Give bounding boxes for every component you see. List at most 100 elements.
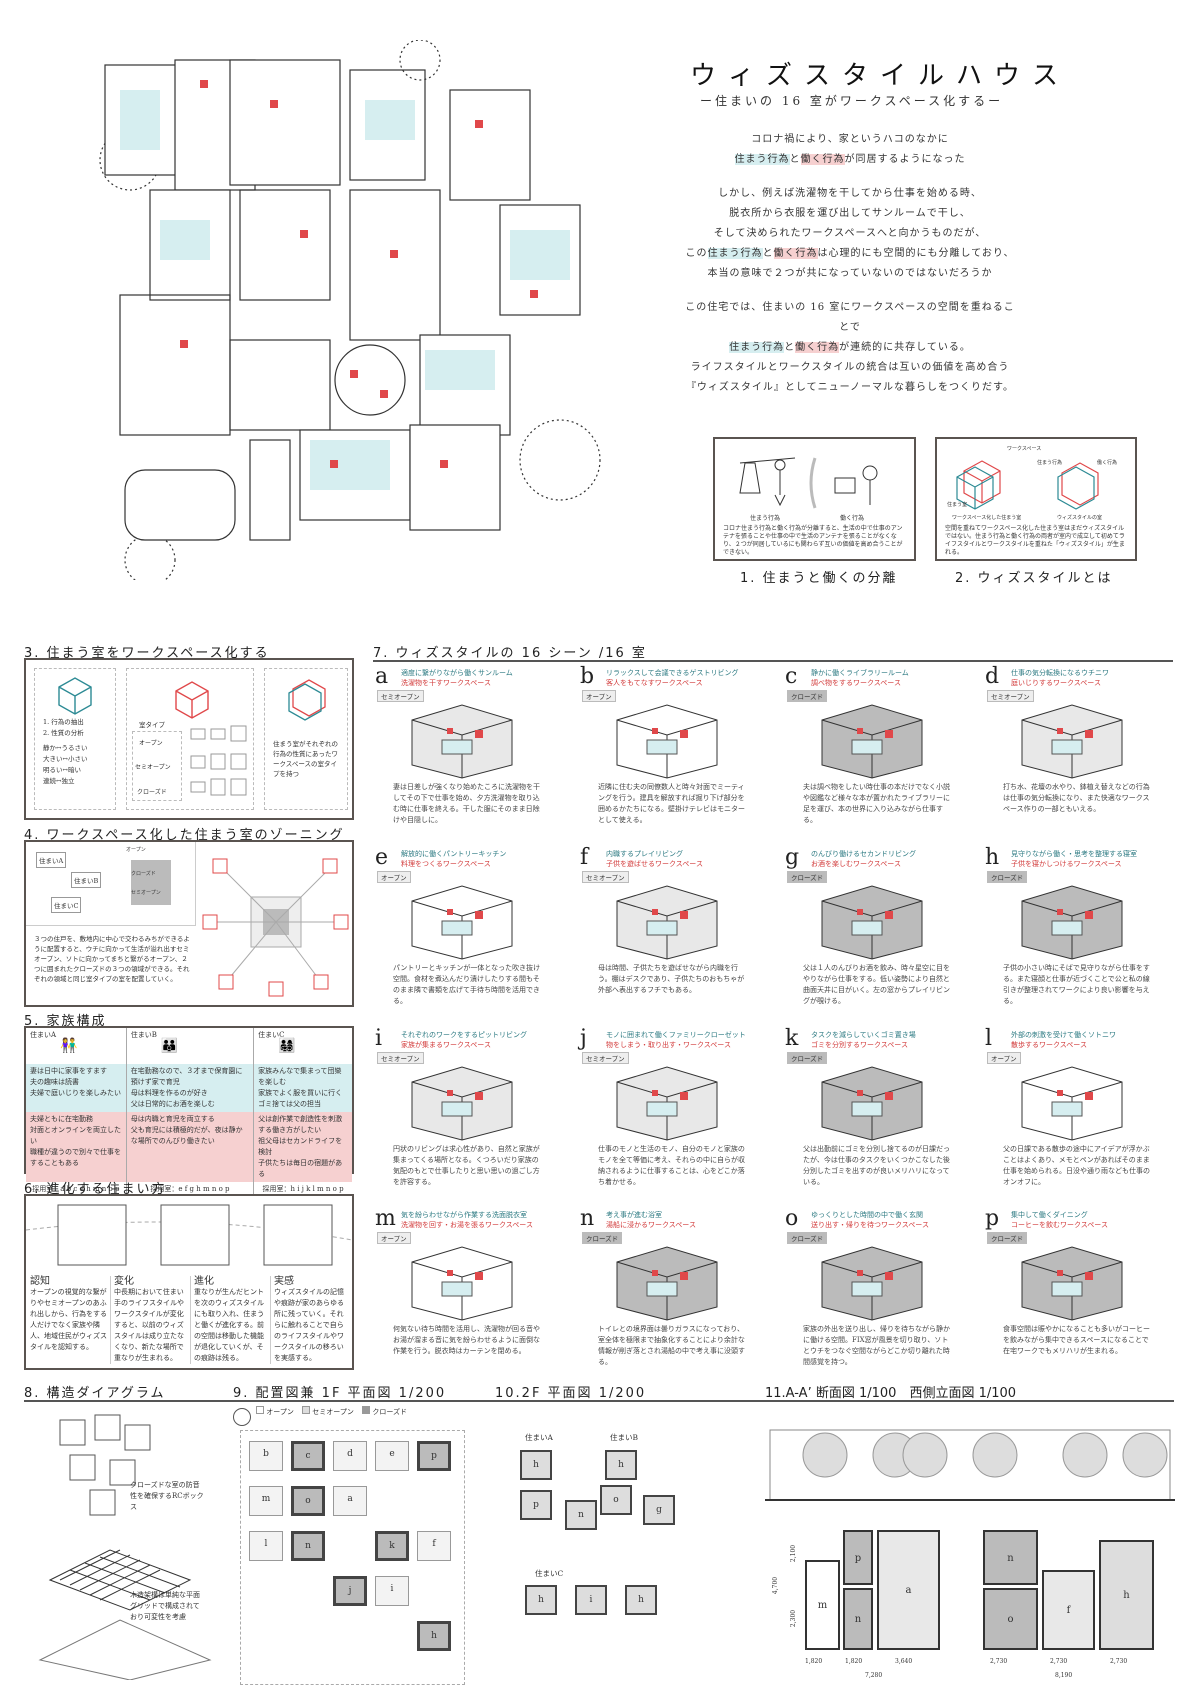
section-5-heading: 5. 家族構成 (24, 1014, 107, 1029)
type-closed: クローズド (137, 789, 167, 796)
scene-m: m 気を紛らわせながら作業する洗面脱衣室 洗濯物を回す・お湯を張るワークスペース… (375, 1206, 555, 1370)
overlapping-cubes-diagram (956, 460, 1099, 510)
label-work: 働く行為 (840, 515, 865, 522)
scene-e: e 解放的に働くパントリーキッチン 料理をつくるワークスペース オープン パント… (375, 845, 555, 1009)
section-room: a (877, 1530, 940, 1650)
scene-live-title: のんびり働けるセカンドリビング (811, 850, 916, 858)
zone-closed-block: クローズドセミオープン (131, 860, 171, 905)
adopted-rooms: 採用室：h i j k l m n o p (262, 1185, 344, 1193)
plan-room-i: i (375, 1576, 409, 1606)
dimension-label: 1,820 (805, 1658, 823, 1665)
scene-letter: k (785, 1026, 799, 1051)
room-type-tag: セミオープン (377, 690, 424, 702)
text: と (784, 342, 796, 353)
text: が同居するようになった (844, 154, 966, 165)
scene-l: l 外部の刺激を受けて働くソトニワ 散歩するワークスペース オープン 父の日課で… (985, 1026, 1165, 1190)
room-type-tag: クローズド (987, 871, 1028, 883)
plan-room-n: n (291, 1531, 325, 1561)
plan2f-room-n: n (565, 1500, 597, 1530)
plan-room-j: j (333, 1576, 367, 1606)
scene-live-title: それぞれのワークをするピットリビング (401, 1031, 527, 1039)
stage-title: 実感 (274, 1276, 294, 1287)
plan-room-k: k (375, 1531, 409, 1561)
section-room: h (1099, 1540, 1154, 1650)
type-semiopen: セミオープン (135, 764, 171, 771)
scene-description: パントリーとキッチンが一体となった吹き抜け空間。食材を煮込んだり漬けしたりする間… (393, 964, 541, 1005)
room-type-tag: クローズド (987, 1232, 1028, 1244)
stage-evolution: 進化重なりが生んだヒントを次のウィズスタイルにも取り入れ、住まうと働くが進化する… (190, 1276, 268, 1364)
stage-title: 変化 (114, 1276, 134, 1287)
scene-live-title: 解放的に働くパントリーキッチン (401, 850, 507, 858)
scene-illustration (411, 704, 513, 779)
plan-room-l: l (249, 1531, 283, 1561)
evolution-sketches (26, 1204, 352, 1266)
unit-a-label: 住まいA (525, 1433, 553, 1442)
text: と (789, 154, 801, 165)
section-6-heading: 6. 進化する住まい方 (24, 1182, 167, 1197)
unit-name: 住まいA (30, 1031, 57, 1039)
roomtype-label: 室タイプ (139, 721, 165, 729)
unit-c: 住まいC (51, 897, 82, 913)
section-room: n (843, 1588, 873, 1650)
scene-live-title: 内職するプレイリビング (606, 850, 683, 858)
scene-description: 何気ない待ち時間を活用し、洗濯物が回る音やお湯が溜まる音に気を紛らわせるように面… (393, 1325, 540, 1355)
intro-line: 本当の意味で２つが共になっていないのではないだろうか (707, 268, 993, 279)
separation-panel: 住まう行為 働く行為 コロナ住まう行為と働く行為が分離すると、生活の中で仕事のア… (713, 437, 916, 561)
family-a-header: 住まいA👫 (26, 1028, 127, 1064)
scene-illustration (616, 885, 718, 960)
scene-description: 打ち水、花壇の水やり、鉢植え替えなどの行為は仕事の気分転換になり、また快適なワー… (1003, 783, 1150, 813)
room-type-tag: クローズド (582, 1232, 623, 1244)
structure-note-wood: 木造架構は単純な平面グリッドで構成されており可変性を考慮 (130, 1591, 200, 1621)
total-dimension: 8,190 (1055, 1672, 1073, 1679)
scene-illustration (616, 704, 718, 779)
section-7-heading: 7. ウィズスタイルの 16 シーン /16 室 (373, 646, 647, 661)
adopted-rooms: 採用室：e f g h m n o p (126, 1182, 255, 1197)
scene-work-title: コーヒーを飲むワークスペース (1011, 1221, 1108, 1229)
scene-live-title: 静かに働くライブラリールーム (811, 669, 909, 677)
scene-letter: p (985, 1206, 1000, 1231)
pair: 明るい↔暗い (43, 766, 81, 774)
family-panel: 住まいA👫住まいB👪住まいC👨‍👩‍👧‍👦 妻は日中に家事をすます 夫の趣味は読… (24, 1026, 354, 1197)
dimension-label: 2,730 (1050, 1658, 1068, 1665)
scene-work-title: 物をしまう・取り出す・ワークスペース (606, 1041, 731, 1049)
scene-description: 家族の外出を送り出し、帰りを待ちながら静かに働ける空間。FIX窓が風景を切り取り… (803, 1325, 950, 1366)
live-act-highlight: 住まう行為 (707, 248, 763, 259)
scene-live-title: モノに囲まれて働くファミリークローゼット (606, 1031, 746, 1039)
scene-description: 父は出勤前にゴミを分別し捨てるのが日課だったが、今は仕事のタスクをいくつかこなし… (803, 1145, 950, 1186)
scene-work-title: 送り出す・帰りを待つワークスペース (811, 1221, 929, 1229)
scene-letter: i (375, 1026, 383, 1051)
scene-illustration (1021, 1066, 1123, 1141)
scene-live-title: 見守りながら働く・思考を整理する寝室 (1011, 850, 1137, 858)
text: この (685, 248, 708, 259)
plan-room-a: a (333, 1486, 367, 1516)
scene-g: g のんびり働けるセカンドリビング お酒を楽しむワークスペース クローズド 父は… (785, 845, 965, 1009)
scene-letter: a (375, 664, 389, 689)
plan2f-room-h: h (520, 1450, 552, 1480)
legend-open: オープン (266, 1408, 294, 1416)
scene-work-title: 洗濯物を干すワークスペース (401, 679, 491, 687)
scene-work-title: 庭いじりするワークスペース (1011, 679, 1101, 687)
scene-letter: f (580, 845, 589, 870)
section-8-heading: 8. 構造ダイアグラム (24, 1386, 166, 1401)
room-type-tag: セミオープン (377, 1052, 424, 1064)
scene-live-title: 考え事が進む浴室 (606, 1211, 662, 1219)
label-workspace: ワークスペース (1007, 446, 1042, 452)
work-notes: 母は内職と育児を両立する 父も育児には積極的だが、夜は静かな場所でのんびり働きた… (126, 1112, 255, 1182)
label-combined: ワークスペース化した住まう室 (952, 515, 1022, 521)
plan2f-room-g: g (643, 1495, 675, 1525)
scene-illustration (411, 1246, 513, 1321)
scene-description: 子供の小さい時にそばで見守りながら仕事をする。また寝顔と仕事が近づくことで公と私… (1003, 964, 1150, 1005)
legend-closed-swatch (362, 1406, 371, 1414)
plan-room-f: f (417, 1531, 451, 1561)
work-cube-icon (175, 681, 209, 719)
height-dimension: 2,100 (790, 1544, 798, 1563)
scene-illustration (1021, 885, 1123, 960)
work-act-highlight: 働く行為 (773, 248, 818, 259)
scene-i: i それぞれのワークをするピットリビング 家族が集まるワークスペース セミオープ… (375, 1026, 555, 1190)
intro-line: コロナ禍により、家というハコのなかに (751, 134, 949, 145)
poster-title: ウィズスタイルハウス (690, 61, 1071, 91)
unit-name: 住まいB (130, 1031, 157, 1039)
intro-text: コロナ禍により、家というハコのなかに 住まう行為と働く行為が同居するようになった… (680, 130, 1020, 398)
text: は心理的にも空間的にも分離しており、 (817, 248, 1015, 259)
